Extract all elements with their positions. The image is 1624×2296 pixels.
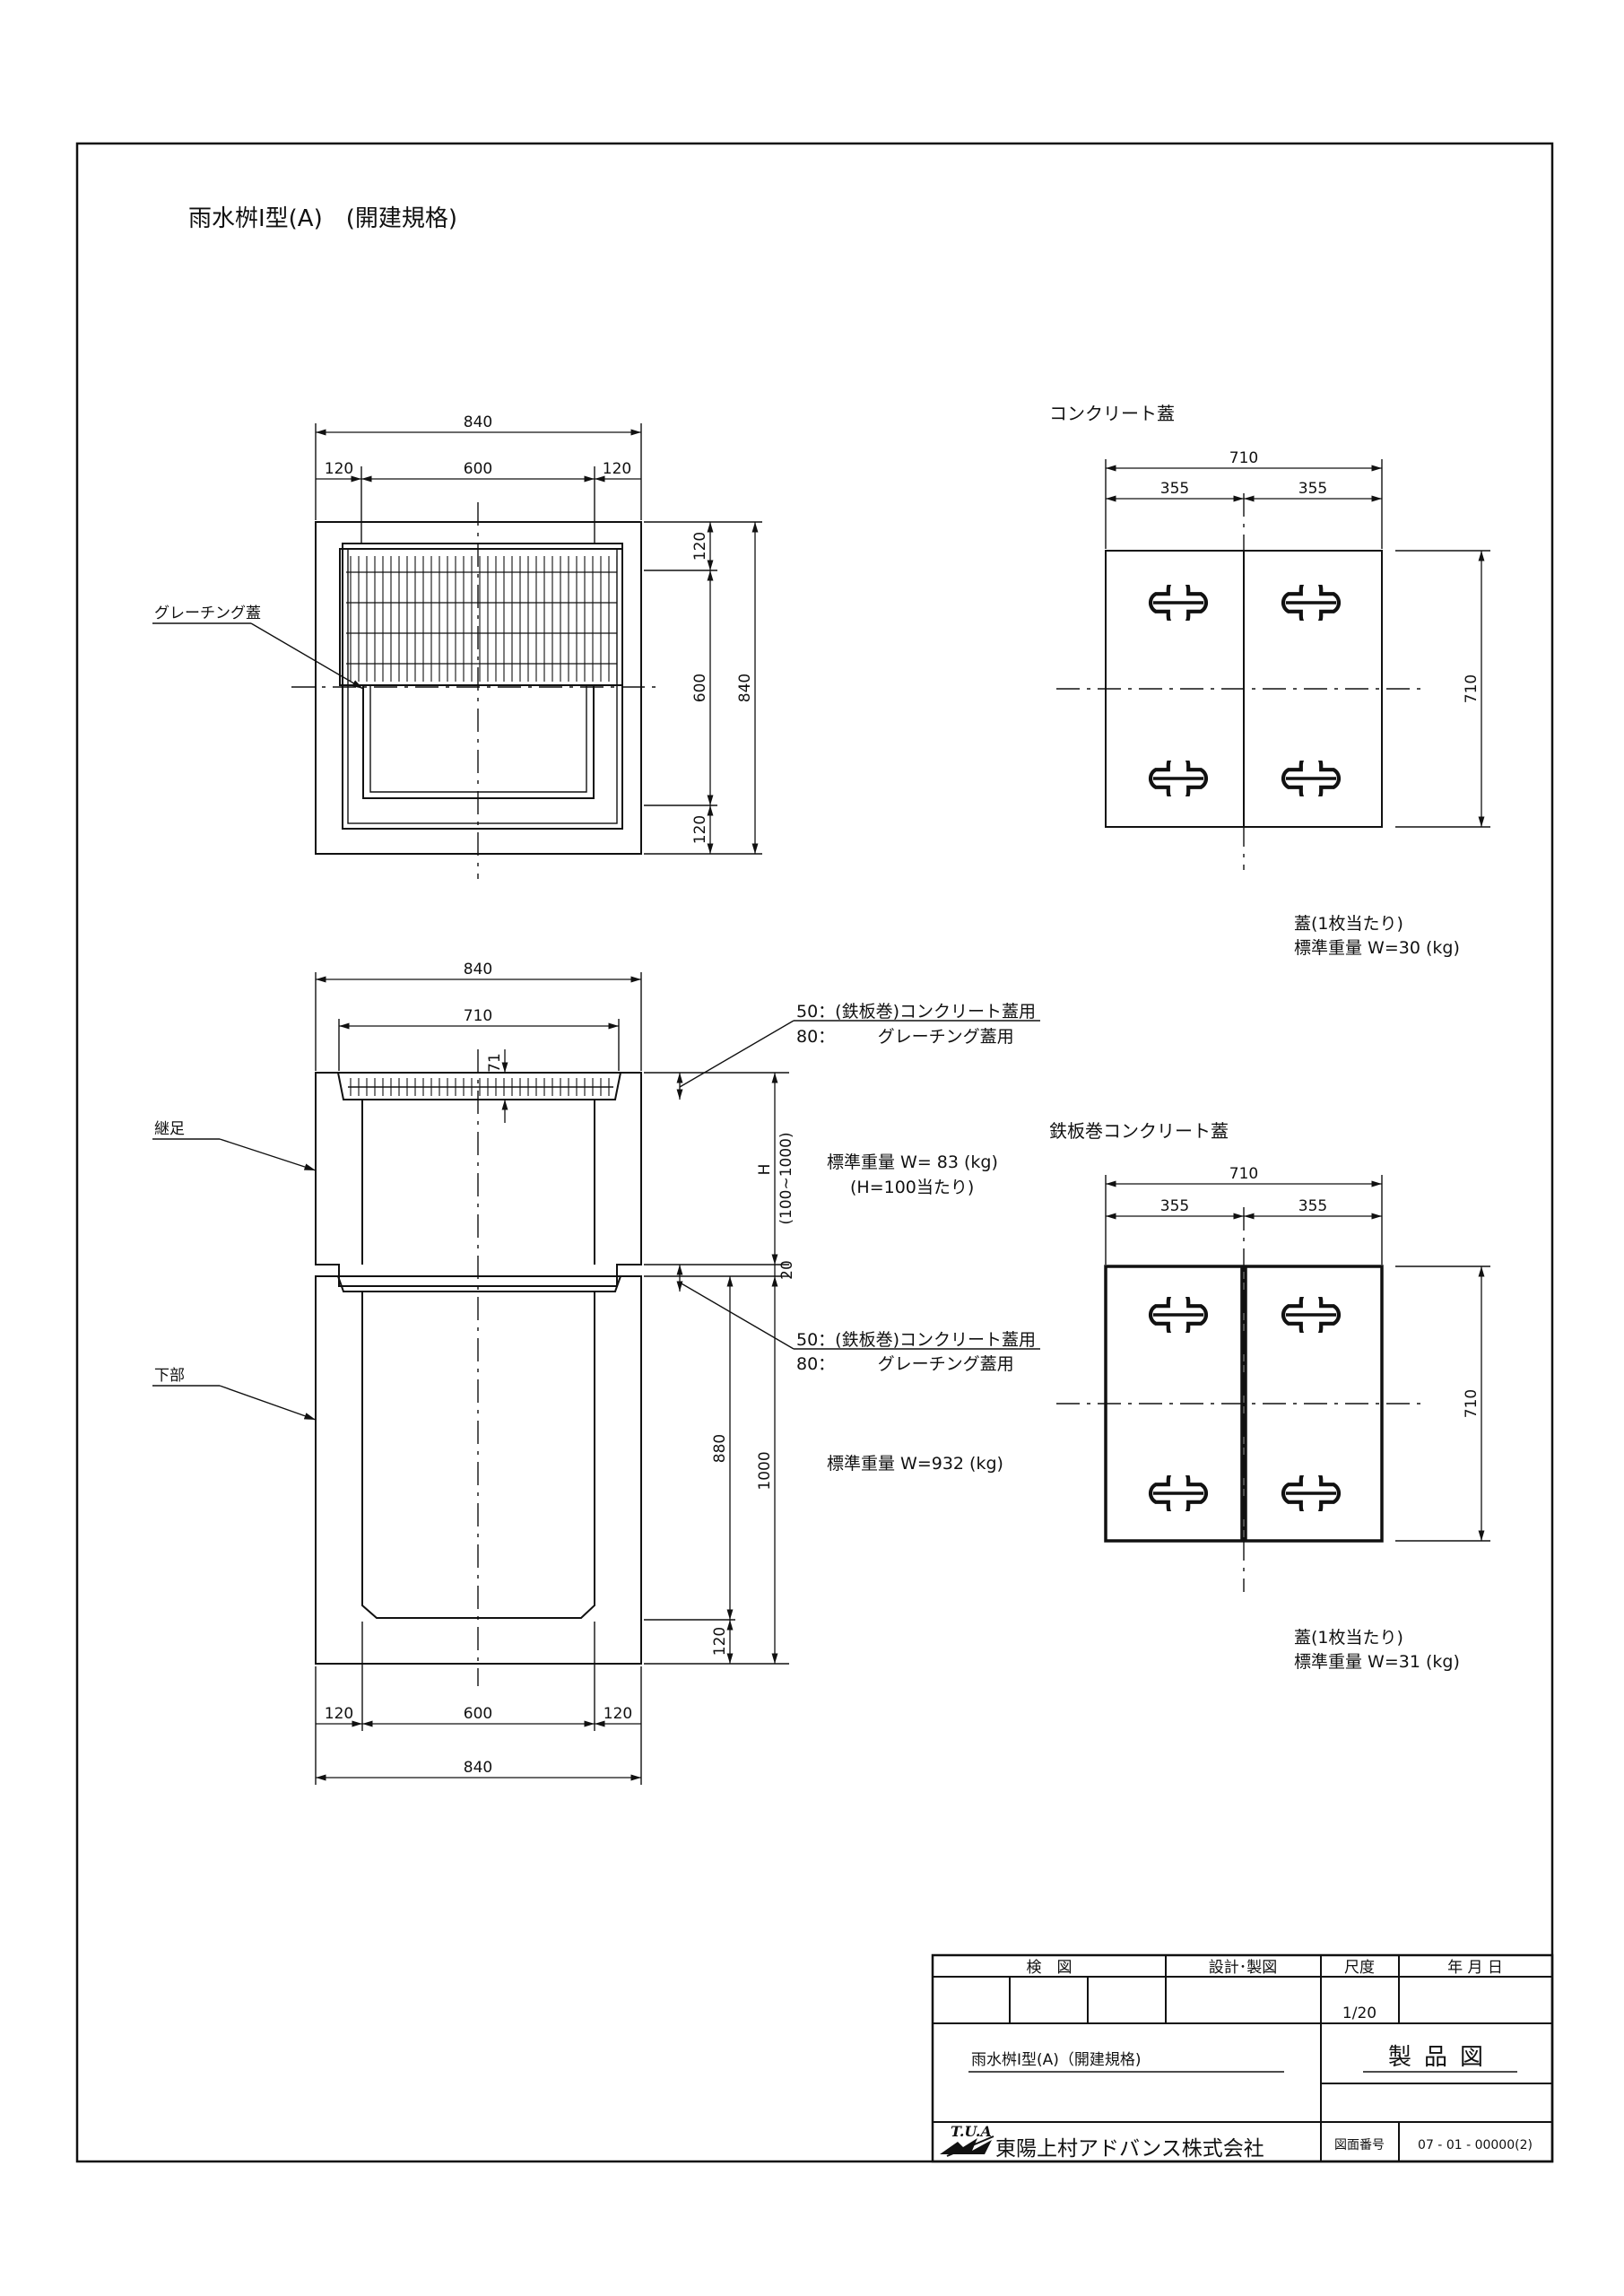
handle-icon [1151,1291,1206,1338]
label-lower-part: 下部 [154,1367,185,1385]
weight-lower: 標準重量 W=932 (kg) [827,1454,1003,1474]
sc-dim-355-right: 355 [1298,1197,1327,1215]
upper-note-line2: 80： グレーチング蓋用 [796,1027,1014,1047]
section-dim-120-br: 120 [604,1705,632,1723]
grating-cover-label: グレーチング蓋 [154,604,261,622]
section-dim-120-bottom: 120 [711,1627,729,1656]
handle-icon [1283,754,1339,802]
sc-dim-710-side: 710 [1463,1389,1481,1418]
sheet-border [75,142,1554,2163]
steel-cover-view: 鉄板巻コンクリート蓋 710 355 355 710 蓋(1枚当たり) 標準重量… [1049,1120,1490,1672]
tb-product-name: 雨水桝Ⅰ型(A)（開建規格) [971,2051,1142,2069]
section-dim-h: H [756,1164,774,1176]
plan-dim-120-top-right: 120 [691,532,709,561]
handle-icon [1151,578,1206,626]
section-dim-h-range: (100~1000) [777,1132,795,1224]
plan-view: 840 120 600 120 120 600 120 840 グレーチング蓋 [152,413,762,879]
section-dim-710: 710 [464,1007,492,1025]
section-dim-120-bl: 120 [325,1705,353,1723]
section-view: 840 710 71 H (100~1000) 20 880 1000 120 [152,961,1040,1785]
section-dim-1000: 1000 [756,1451,774,1490]
handle-icon [1283,578,1339,626]
plan-grating [339,548,623,686]
weight-upper-note: (H=100当たり) [850,1178,974,1197]
sc-dim-710: 710 [1229,1165,1258,1183]
section-dim-840-top: 840 [464,961,492,978]
tb-company: 東陽上村アドバンス株式会社 [995,2137,1264,2161]
concrete-cover-view: コンクリート蓋 710 355 355 710 蓋(1枚当たり) 標準重量 W=… [1049,403,1490,958]
drawing-title: 雨水桝Ⅰ型(A) (開建規格) [188,205,457,232]
handle-icon [1283,1469,1339,1517]
tb-drawing-type: 製品図 [1388,2044,1496,2071]
section-grating-upper [337,1072,621,1100]
label-upper-extension: 継足 [154,1120,185,1138]
concrete-cover-heading: コンクリート蓋 [1049,403,1175,424]
section-dim-20: 20 [778,1260,796,1280]
plan-dim-120-left: 120 [325,460,353,478]
tb-check: 検 図 [1027,1959,1073,1977]
section-dim-71: 71 [486,1053,504,1073]
plan-dim-600: 600 [464,460,492,478]
steel-cover-heading: 鉄板巻コンクリート蓋 [1049,1120,1229,1142]
cc-dim-710-side: 710 [1463,674,1481,703]
sc-note-2: 標準重量 W=31 (kg) [1294,1652,1460,1672]
plan-dim-840-top: 840 [464,413,492,431]
upper-note-line1: 50：(鉄板巻)コンクリート蓋用 [796,1002,1036,1022]
cc-note-1: 蓋(1枚当たり) [1294,914,1403,934]
logo-text: T.U.A [951,2123,992,2140]
plan-dim-120-right: 120 [603,460,631,478]
tb-date-label: 年 月 日 [1447,1959,1503,1977]
plan-dim-120-bottom-right: 120 [691,815,709,844]
cc-dim-355-left: 355 [1160,480,1189,498]
lower-note-line1: 50：(鉄板巻)コンクリート蓋用 [796,1330,1036,1350]
handle-icon [1151,1469,1206,1517]
handle-icon [1283,1291,1339,1338]
sc-dim-355-left: 355 [1160,1197,1189,1215]
cc-dim-355-right: 355 [1298,480,1327,498]
handle-icon [1151,754,1206,802]
tb-design: 設計･製図 [1209,1959,1278,1977]
lower-note-line2: 80： グレーチング蓋用 [796,1354,1014,1374]
section-dim-840-bottom: 840 [464,1759,492,1777]
title-block: 検 図 設計･製図 尺度 年 月 日 1/20 雨水桝Ⅰ型(A)（開建規格) 製… [931,1953,1554,2163]
plan-dim-600-right: 600 [691,674,709,702]
company-logo: T.U.A [940,2123,994,2157]
weight-upper: 標準重量 W= 83 (kg) [827,1152,998,1172]
cc-note-2: 標準重量 W=30 (kg) [1294,938,1460,958]
section-dim-600-bottom: 600 [464,1705,492,1723]
sc-note-1: 蓋(1枚当たり) [1294,1628,1403,1648]
tb-scale: 1/20 [1342,2005,1376,2022]
tb-number-label: 図面番号 [1334,2138,1385,2152]
section-dim-880: 880 [711,1434,729,1463]
tb-scale-label: 尺度 [1344,1959,1375,1977]
plan-dim-840-right: 840 [736,674,754,702]
cc-dim-710: 710 [1229,449,1258,467]
tb-number: 07 - 01 - 00000(2) [1418,2138,1533,2152]
